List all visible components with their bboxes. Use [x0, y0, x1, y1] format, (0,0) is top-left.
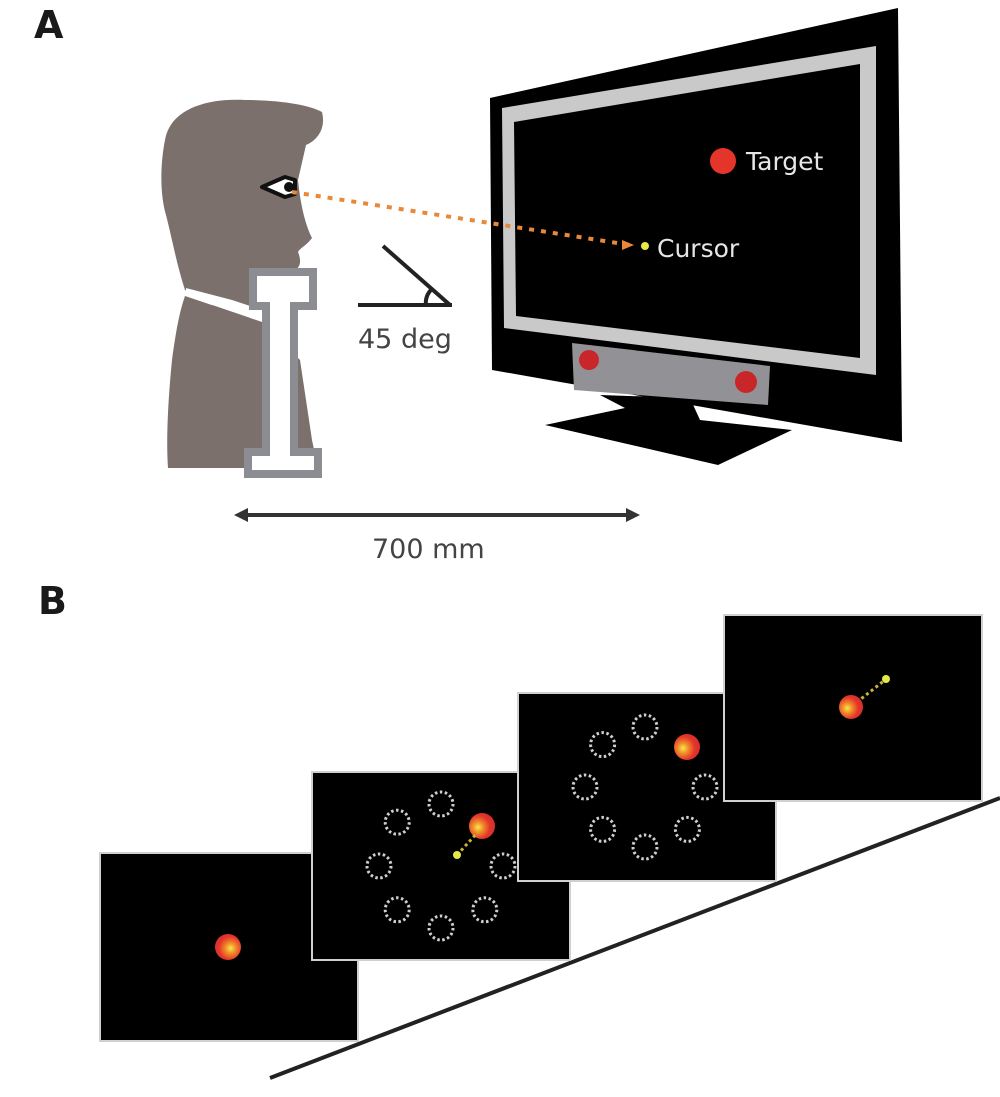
placeholder-ring	[631, 713, 659, 741]
distance-label: 700 mm	[372, 534, 485, 565]
placeholder-ring	[365, 852, 393, 880]
distance-arrow	[234, 508, 640, 522]
placeholder-ring	[489, 852, 517, 880]
placeholder-ring	[631, 833, 659, 861]
placeholder-ring	[427, 790, 455, 818]
placeholder-ring	[589, 731, 617, 759]
placeholder-ring	[589, 815, 617, 843]
placeholder-ring	[691, 773, 719, 801]
placeholder-ring-group	[571, 713, 719, 861]
eye-tracker-sensor-left	[579, 350, 599, 370]
target-label: Target	[745, 147, 824, 176]
cursor-dot	[882, 675, 890, 683]
target-dot	[839, 695, 863, 719]
eye-icon	[260, 175, 297, 199]
timeline-line	[269, 796, 1000, 1080]
placeholder-ring	[471, 896, 499, 924]
placeholder-ring	[383, 896, 411, 924]
angle-icon	[358, 244, 452, 307]
pupil	[284, 182, 294, 192]
target-dot	[469, 813, 495, 839]
cursor-label: Cursor	[657, 234, 740, 263]
gaze-arrowhead	[622, 240, 634, 250]
monitor	[490, 8, 902, 465]
panel-b-label: B	[38, 579, 67, 623]
cursor-dot	[641, 242, 649, 250]
start-target	[215, 934, 241, 960]
monitor-stand	[545, 395, 792, 465]
head-shape	[161, 99, 324, 318]
cursor-dot	[453, 851, 461, 859]
placeholder-ring	[383, 808, 411, 836]
placeholder-ring	[673, 815, 701, 843]
trial-screen-4	[723, 614, 983, 802]
placeholder-ring	[427, 914, 455, 942]
placeholder-ring	[571, 773, 599, 801]
placeholder-ring-group	[365, 790, 517, 942]
cursor-path	[455, 830, 480, 857]
panel-a-label: A	[34, 3, 64, 47]
monitor-screen	[514, 64, 860, 358]
target-dot	[674, 734, 700, 760]
gaze-line	[291, 190, 631, 247]
neck-collar	[186, 288, 268, 322]
eye-tracker-bar	[572, 343, 770, 405]
target-dot	[710, 148, 736, 174]
eye-tracker-sensor-right	[735, 371, 757, 393]
chinrest-icon	[244, 268, 322, 478]
angle-label: 45 deg	[358, 324, 452, 355]
